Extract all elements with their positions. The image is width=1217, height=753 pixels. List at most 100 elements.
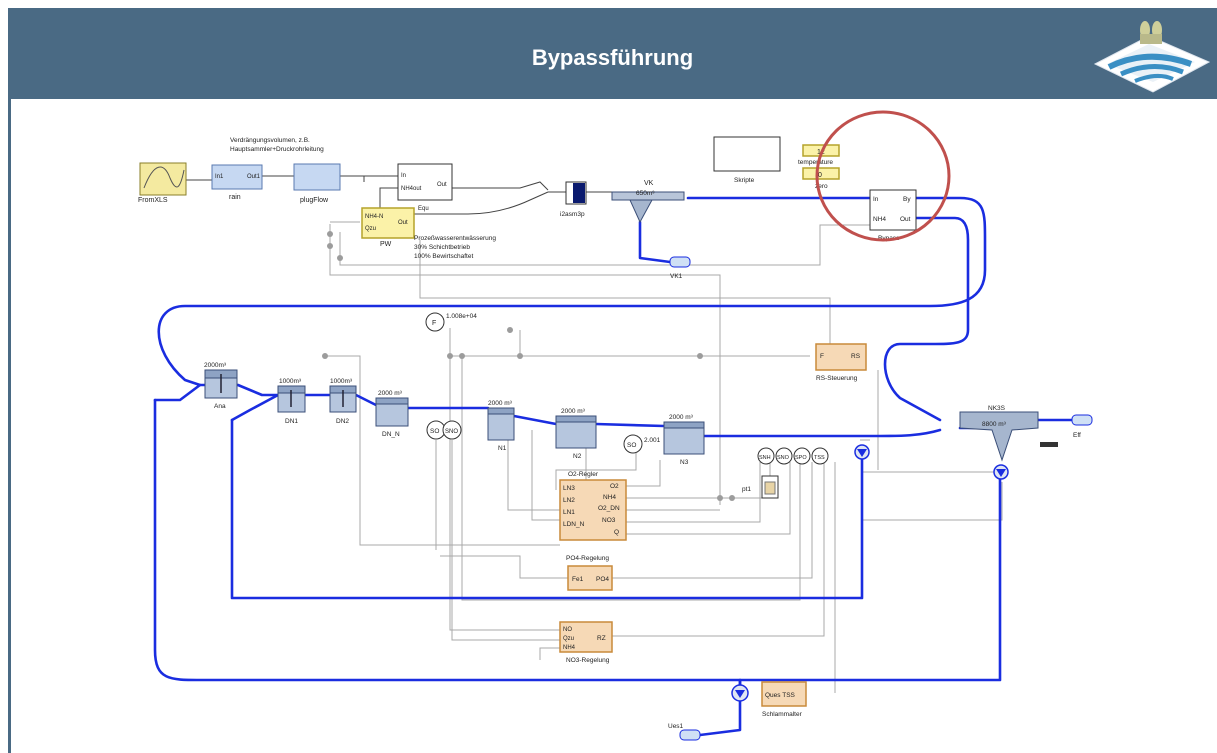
sno-sensor-2-label: SNO	[777, 455, 790, 461]
rain-label: rain	[229, 194, 241, 201]
pw-out-port: Out	[398, 220, 408, 226]
dn2-label: DN2	[336, 418, 349, 425]
pt1-label: pt1	[742, 486, 751, 493]
so-sensor-2[interactable]: SO 2.001	[623, 434, 661, 454]
rain-out-port: Out1	[247, 174, 261, 180]
pw-nh4n-port: NH4-N	[365, 214, 383, 220]
so-sensor-1-label: SO	[430, 428, 439, 435]
no3-label: NO3-Regelung	[566, 657, 610, 664]
vk1-label: VK1	[670, 273, 683, 280]
o2-out-q: Q	[614, 529, 619, 536]
temperature-label: temperature	[798, 159, 833, 166]
rs-label: RS-Steuerung	[816, 375, 858, 382]
converter-block[interactable]: i2asm3p	[560, 181, 587, 218]
o2-in-ldn-n: LDN_N	[563, 521, 585, 528]
dn-n-label: DN_N	[382, 431, 400, 438]
f-block[interactable]: F 1.008e+04	[425, 312, 477, 332]
n1-reactor[interactable]: 2000 m³ N1	[487, 400, 515, 452]
vk-clarifier[interactable]: VK 650m³	[611, 180, 685, 224]
n3-volume: 2000 m³	[669, 414, 694, 421]
zero-block[interactable]: 0 zero	[802, 167, 840, 190]
snh-sensor[interactable]: SNH	[757, 447, 775, 465]
bypass-by-port: By	[903, 196, 911, 203]
pw-label: PW	[380, 241, 392, 248]
ques-tss-block[interactable]: Ques TSS Schlammalter	[761, 681, 807, 718]
excess-sludge-pump[interactable]	[731, 684, 749, 702]
volume-note-line1: Verdrängungsvolumen, z.B.	[230, 137, 310, 144]
vk-volume: 650m³	[636, 190, 655, 197]
n1-label: N1	[498, 445, 507, 452]
sludge-pump[interactable]	[993, 464, 1009, 480]
skripte-block[interactable]: Skripte	[713, 136, 781, 184]
eff-label: Eff	[1073, 432, 1081, 439]
nk3s-clarifier[interactable]: NK3S 8800 m³	[959, 405, 1039, 462]
ana-reactor[interactable]: 2000m³ Ana	[204, 362, 238, 410]
so-sensor-1[interactable]: SO	[426, 420, 446, 440]
pw-note: Prozeßwasserentwässerung 30% Schichtbetr…	[414, 235, 496, 260]
clarifier-scope-bar	[1040, 442, 1058, 447]
no3-in-no: NO	[563, 627, 572, 633]
eff-outport[interactable]: Eff	[1071, 414, 1093, 439]
volume-note: Verdrängungsvolumen, z.B. Hauptsammler+D…	[230, 137, 324, 153]
flow-lines	[153, 196, 1074, 737]
dn2-volume: 1000m³	[330, 378, 353, 385]
nk3s-name: NK3S	[988, 405, 1006, 412]
so-sensor-2-label: SO	[627, 442, 636, 449]
so-sensor-2-value: 2.001	[644, 437, 661, 444]
pw-block[interactable]: NH4-N Qzu Out PW	[361, 207, 415, 248]
vk1-outport[interactable]: VK1	[669, 256, 691, 280]
no3-controller[interactable]: NO Qzu NH4 RZ NO3-Regelung	[559, 621, 613, 664]
equ-label: Equ	[418, 206, 429, 212]
ues1-label: Ues1	[668, 723, 684, 730]
slide-left-bar	[8, 99, 11, 753]
tss-sensor[interactable]: TSS	[811, 447, 829, 465]
sno-sensor[interactable]: SNO	[442, 420, 462, 440]
o2-out-no3: NO3	[602, 517, 616, 524]
no3-in-qzu: Qzu	[563, 636, 574, 642]
plugflow-block[interactable]: plugFlow	[293, 163, 341, 204]
n1-volume: 2000 m³	[488, 400, 513, 407]
f-label: F	[432, 320, 436, 327]
sno-sensor-label: SNO	[445, 429, 458, 435]
po4-in-port: Fe1	[572, 576, 584, 583]
ques-label: Ques TSS	[765, 692, 796, 699]
no3-out-rz: RZ	[597, 635, 606, 642]
n3-reactor[interactable]: 2000 m³ N3	[663, 414, 705, 466]
signal-lines	[325, 221, 1003, 694]
spo-sensor[interactable]: SPO	[793, 447, 811, 465]
dn-n-reactor[interactable]: 2000 m³ DN_N	[375, 390, 409, 438]
rs-block[interactable]: F RS RS-Steuerung	[815, 343, 867, 382]
dn1-volume: 1000m³	[279, 378, 302, 385]
plugflow-label: plugFlow	[300, 197, 329, 204]
pw-qzu-port: Qzu	[365, 226, 376, 232]
o2-in-ln2: LN2	[563, 497, 575, 504]
rain-block[interactable]: In1 Out1 rain	[211, 164, 263, 201]
dn1-label: DN1	[285, 418, 298, 425]
n2-label: N2	[573, 453, 582, 460]
rain-in-port: In1	[215, 174, 224, 180]
bypass-in-port: In	[873, 196, 879, 203]
tss-label: TSS	[814, 455, 825, 461]
sno-sensor-2[interactable]: SNO	[775, 447, 793, 465]
signal-junction-dots	[322, 231, 735, 501]
o2-controller[interactable]: O2-Regler LN3 LN2 LN1 LDN_N O2 NH4 O2_DN…	[559, 471, 627, 541]
n3-label: N3	[680, 459, 689, 466]
dn2-reactor[interactable]: 1000m³ DN2	[329, 378, 357, 425]
n2-reactor[interactable]: 2000 m³ N2	[555, 408, 597, 460]
pt1-block[interactable]: pt1	[742, 475, 779, 499]
slide-title: Bypassführung	[531, 45, 694, 70]
o2-out-nh4: NH4	[603, 494, 616, 501]
ana-volume: 2000m³	[204, 362, 227, 369]
fromxls-block[interactable]: FromXLS	[138, 162, 187, 204]
fromxls-label: FromXLS	[138, 197, 168, 204]
equ-block[interactable]: In NH4out Out Equ	[397, 163, 453, 212]
o2-out-o2-dn: O2_DN	[598, 505, 620, 512]
ues1-outport[interactable]: Ues1	[668, 723, 701, 741]
po4-controller[interactable]: PO4-Regelung Fe1 PO4	[566, 555, 613, 591]
po4-out-port: PO4	[596, 576, 609, 583]
dn1-reactor[interactable]: 1000m³ DN1	[277, 378, 306, 425]
return-pump[interactable]	[854, 444, 870, 460]
rs-out-port: RS	[851, 353, 861, 360]
pw-note-line3: 100% Bewirtschaftet	[414, 253, 473, 260]
